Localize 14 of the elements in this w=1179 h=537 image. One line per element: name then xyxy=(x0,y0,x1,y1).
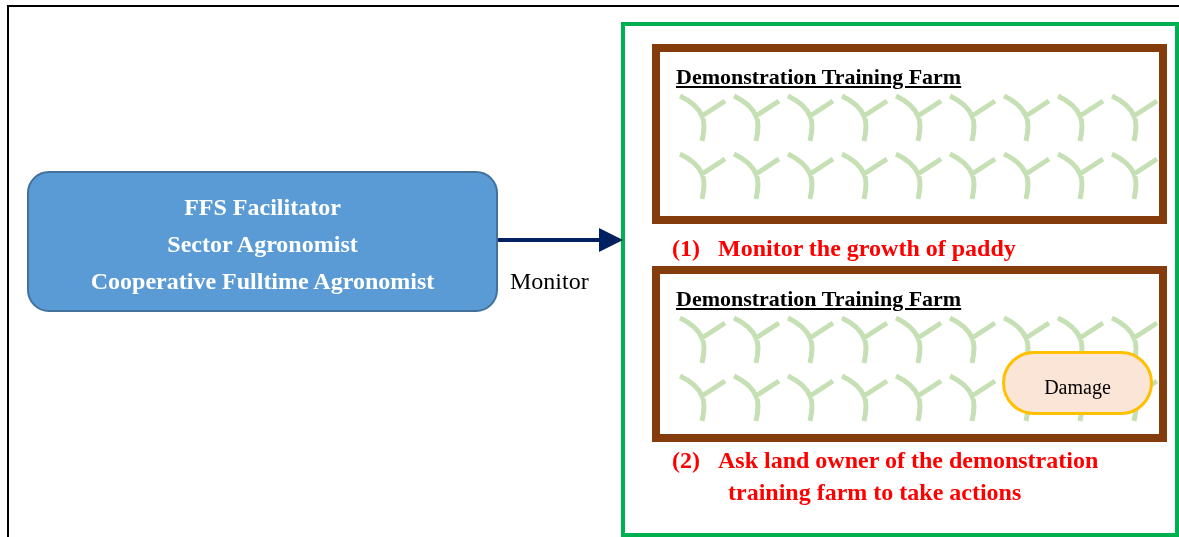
step-note: (1) Monitor the growth of paddy xyxy=(672,234,1017,263)
step-note: (2) Ask land owner of the demonstration training farm to take actions xyxy=(672,446,1100,507)
field-panel xyxy=(621,22,1179,537)
role-box xyxy=(27,171,498,312)
damage-label xyxy=(1002,351,1153,415)
damage-text: Damage xyxy=(1044,375,1111,399)
role-text: Cooperative Fulltime Agronomist xyxy=(90,267,435,296)
role-text: Sector Agronomist xyxy=(167,230,358,259)
farm-plot xyxy=(652,44,1167,224)
farm-plot xyxy=(652,266,1167,442)
arrow xyxy=(498,228,623,252)
farm-title: Demonstration Training Farm xyxy=(676,64,962,90)
farm-title: Demonstration Training Farm xyxy=(676,286,962,312)
role-text: FFS Facilitator xyxy=(184,193,341,222)
